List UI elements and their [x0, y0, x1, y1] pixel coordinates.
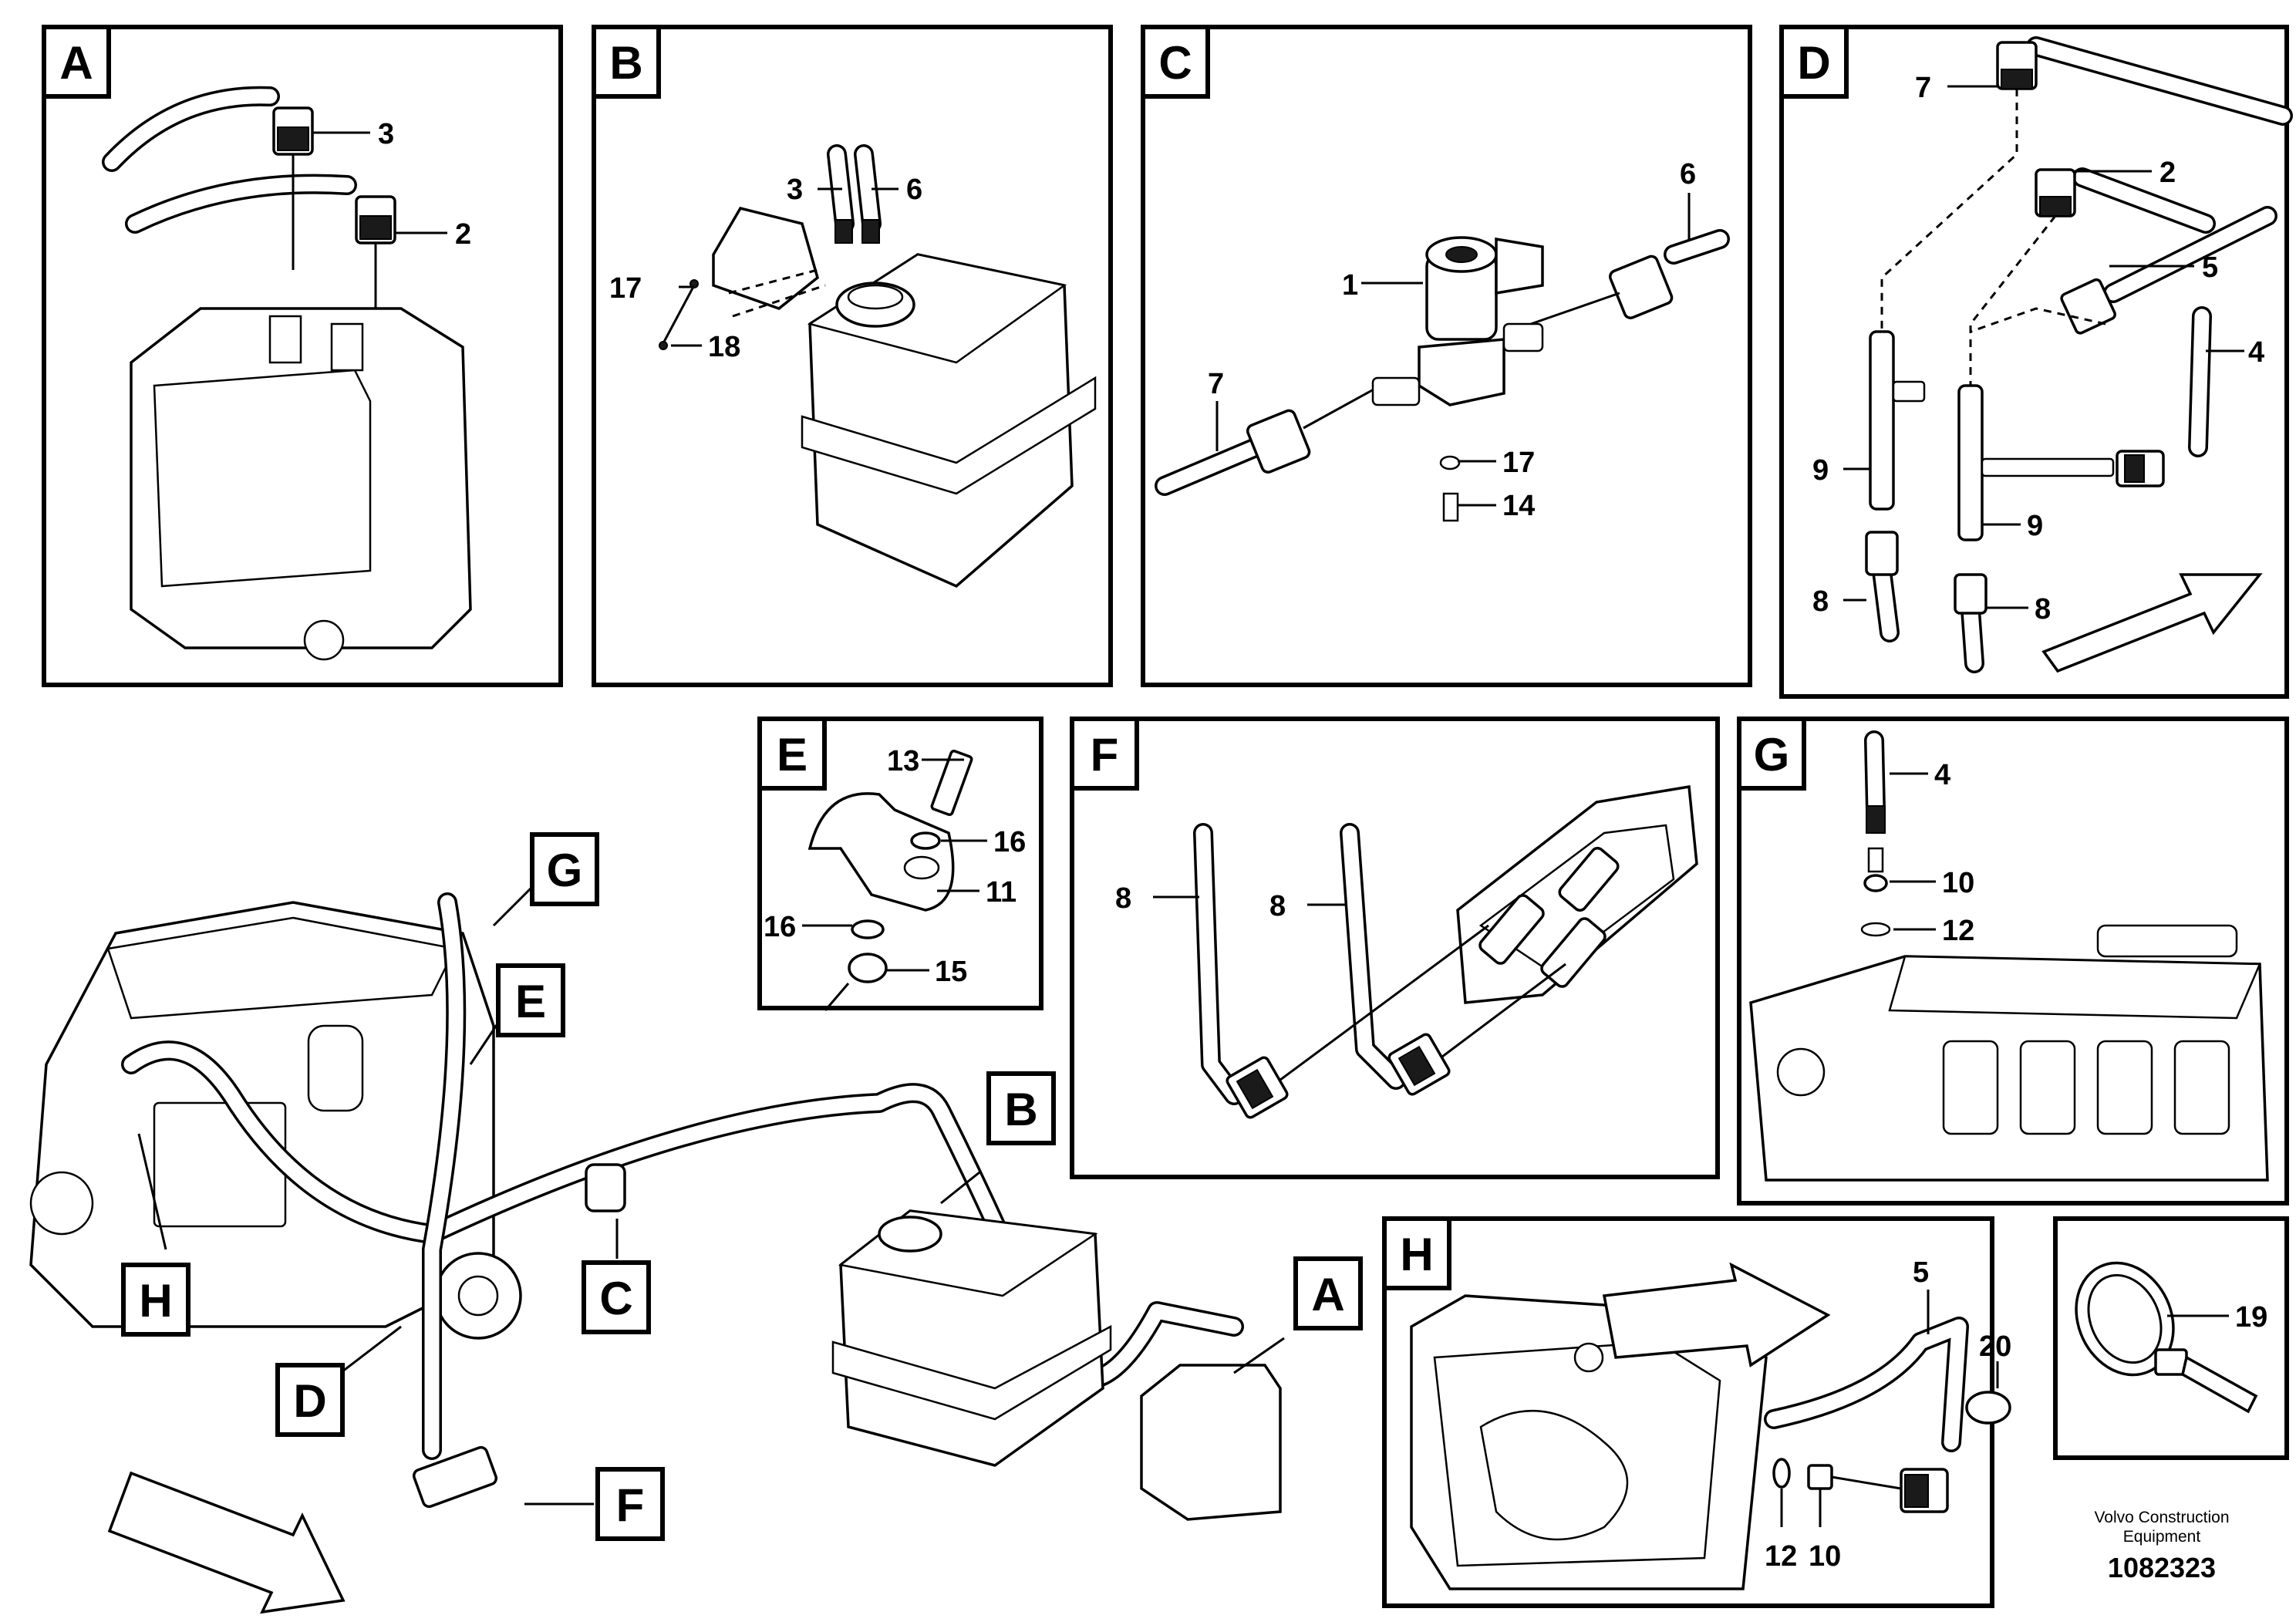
callout-label: 1: [1342, 269, 1358, 302]
panel-d-callouts: 7 2 5 4 9 9 8 8: [1812, 72, 2264, 626]
callout-label: 10: [1942, 867, 1974, 899]
footer-block: Volvo Construction Equipment 1082323: [2094, 1509, 2229, 1583]
callout-label: 7: [1208, 368, 1224, 400]
callout-label: 14: [1502, 490, 1535, 522]
overview-tags: G E H B C D A F: [121, 832, 1363, 1541]
callout-label: 11: [986, 876, 1017, 909]
panel-b-callouts: 3 6 17 18: [609, 174, 922, 363]
panel-h-callouts: 5 20 12 10: [1765, 1256, 2011, 1573]
callout-label: 15: [935, 956, 967, 988]
panel-f-callouts: 8 8: [1115, 882, 1286, 922]
overview-drawing: [29, 878, 1285, 1614]
overview-tag-h: H: [139, 1275, 172, 1327]
callout-label: 2: [455, 218, 471, 251]
callout-label: 17: [609, 272, 642, 305]
panel-c-callouts: 6 1 7 17 14: [1208, 158, 1696, 522]
callout-label: 16: [993, 826, 1026, 858]
panel-g: G 4 10 12: [1737, 717, 2289, 1206]
callout-label: 8: [2035, 593, 2051, 626]
overview-tag-c: C: [599, 1273, 632, 1324]
callout-label: 6: [906, 174, 922, 206]
overview-tag-f: F: [616, 1479, 645, 1531]
panel-a-callouts: 3 2: [378, 118, 471, 251]
callout-label: 3: [378, 118, 394, 150]
callout-label: 17: [1502, 447, 1535, 479]
callout-label: 4: [1934, 759, 1950, 791]
panel-f-tag: F: [1091, 729, 1119, 781]
panel-a: A 3 2: [42, 25, 563, 687]
callout-label: 19: [2235, 1301, 2267, 1334]
callout-label: 5: [2202, 251, 2218, 284]
overview-tag-g: G: [547, 845, 583, 896]
callout-label: 20: [1979, 1330, 2011, 1363]
callout-label: 2: [2159, 157, 2176, 189]
callout-label: 3: [787, 174, 803, 206]
panel-d: D: [1779, 25, 2293, 699]
callout-label: 9: [1812, 454, 1829, 487]
callout-label: 7: [1915, 72, 1931, 104]
callout-label: 10: [1809, 1540, 1841, 1573]
callout-label: 8: [1115, 882, 1131, 915]
callout-label: 12: [1765, 1540, 1797, 1573]
drawing-number: 1082323: [2108, 1552, 2216, 1583]
panel-c: C 6 1 7 17 14: [1141, 25, 1752, 687]
callout-label: 4: [2248, 336, 2264, 369]
overview-tag-e: E: [515, 976, 546, 1027]
overview-tag-a: A: [1311, 1269, 1344, 1320]
panel-e: E 13 16 11 16 15: [757, 717, 1043, 1011]
panel-h: H 5 20 12 10: [1382, 1216, 2011, 1608]
company-name-line1: Volvo Construction: [2094, 1509, 2229, 1526]
panel-a-tag: A: [59, 37, 93, 89]
callout-label: 18: [708, 331, 740, 363]
panel-h-tag: H: [1400, 1229, 1433, 1280]
panel-f: F 8 8: [1070, 717, 1720, 1179]
callout-label: 12: [1942, 915, 1974, 947]
panel-cable-tie: 19: [2053, 1216, 2289, 1460]
callout-label: 8: [1269, 890, 1286, 922]
callout-label: 9: [2027, 510, 2043, 542]
panel-b: B 3 6 17 18: [592, 25, 1113, 687]
panel-e-callouts: 13 16 11 16 15: [764, 745, 1026, 988]
overview-tag-b: B: [1004, 1084, 1037, 1135]
callout-label: 6: [1680, 158, 1696, 191]
panel-g-tag: G: [1754, 729, 1790, 781]
panel-c-tag: C: [1158, 37, 1192, 89]
panel-b-tag: B: [609, 37, 642, 89]
callout-label: 8: [1812, 585, 1829, 618]
panel-g-callouts: 4 10 12: [1934, 759, 1974, 947]
callout-label: 13: [887, 745, 919, 777]
panel-d-tag: D: [1797, 37, 1830, 89]
company-name-line2: Equipment: [2123, 1528, 2201, 1546]
panel-e-tag: E: [777, 729, 807, 781]
callout-label: 16: [764, 911, 796, 943]
callout-label: 5: [1913, 1256, 1929, 1289]
overview-tag-d: D: [293, 1375, 326, 1427]
